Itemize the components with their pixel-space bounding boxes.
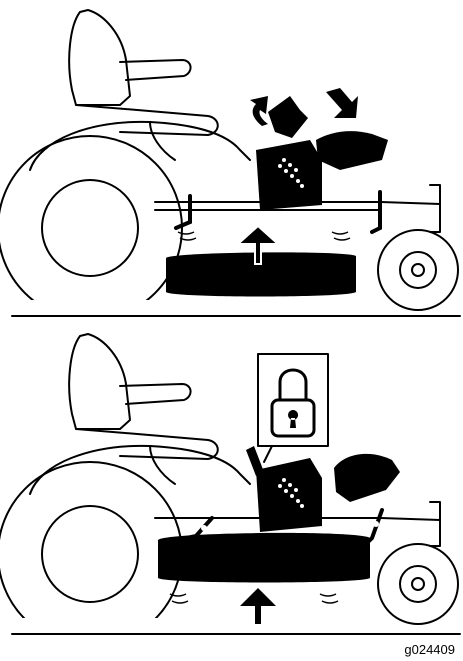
front-wheel [378,230,458,310]
curved-arrow-icon [250,96,268,126]
mower-deck [158,533,370,583]
hand [268,96,308,138]
down-arrow-icon [326,88,358,118]
up-arrow-icon [240,588,276,624]
pedal-housing [256,458,322,532]
pedal-housing [256,140,322,210]
foot [316,131,388,170]
rear-wheel [0,136,182,318]
panel-deck-locked [0,322,463,640]
front-wheel [378,544,458,624]
mower-illustration-bottom [0,322,463,640]
panel-deck-raise [0,0,463,318]
seat [69,10,130,105]
seat [69,334,130,429]
rear-wheel [0,462,182,640]
figure-code: g024409 [404,642,455,657]
mower-illustration-top [0,0,463,318]
foot [334,454,400,502]
